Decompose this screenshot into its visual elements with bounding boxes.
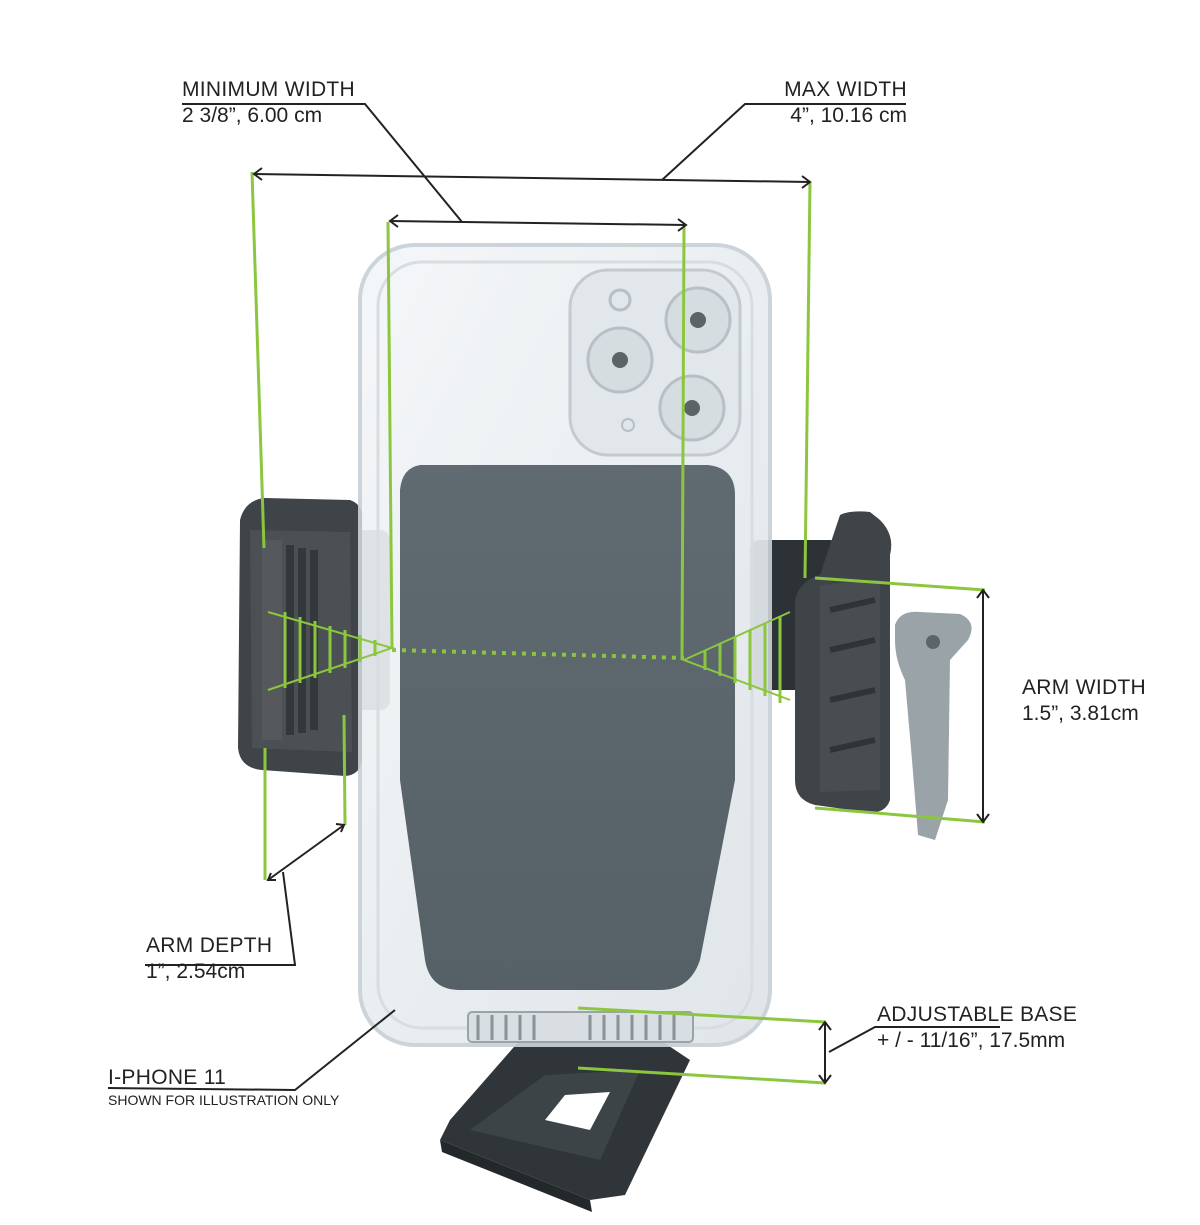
arm-width-title: ARM WIDTH <box>1022 676 1147 699</box>
back-pad <box>400 465 735 990</box>
arm-depth-value: 1”, 2.54cm <box>146 960 246 983</box>
illustration-note: SHOWN FOR ILLUSTRATION ONLY <box>108 1092 340 1108</box>
center-dotted-line <box>391 648 685 660</box>
adjustable-base-value: + / - 11/16”, 17.5mm <box>877 1029 1066 1052</box>
min-width-value: 2 3/8”, 6.00 cm <box>182 104 323 127</box>
max-width-label: MAX WIDTH 4”, 10.16 cm <box>784 78 907 128</box>
leader-lines <box>107 103 1000 1092</box>
phone-model-title: I-PHONE 11 <box>108 1066 227 1089</box>
adjustable-base-label: ADJUSTABLE BASE + / - 11/16”, 17.5mm <box>877 1003 1077 1053</box>
left-arm <box>238 498 390 776</box>
adjustable-base-title: ADJUSTABLE BASE <box>877 1003 1078 1026</box>
arm-depth-label: ARM DEPTH 1”, 2.54cm <box>146 934 272 984</box>
adjustable-base-stand <box>440 1040 690 1212</box>
dimension-lines <box>250 171 986 1085</box>
arm-width-value: 1.5”, 3.81cm <box>1022 702 1139 725</box>
dimension-hatching <box>283 612 782 703</box>
vent-clip <box>895 611 972 840</box>
phone-label: I-PHONE 11 SHOWN FOR ILLUSTRATION ONLY <box>108 1066 339 1108</box>
ratchet-teeth <box>467 1011 694 1043</box>
right-arm <box>750 511 892 813</box>
max-width-title: MAX WIDTH <box>784 78 907 101</box>
arm-depth-title: ARM DEPTH <box>146 934 273 957</box>
arm-width-label: ARM WIDTH 1.5”, 3.81cm <box>1022 676 1146 726</box>
min-width-label: MINIMUM WIDTH 2 3/8”, 6.00 cm <box>182 78 355 128</box>
max-width-value: 4”, 10.16 cm <box>790 104 907 127</box>
min-width-title: MINIMUM WIDTH <box>182 78 356 101</box>
